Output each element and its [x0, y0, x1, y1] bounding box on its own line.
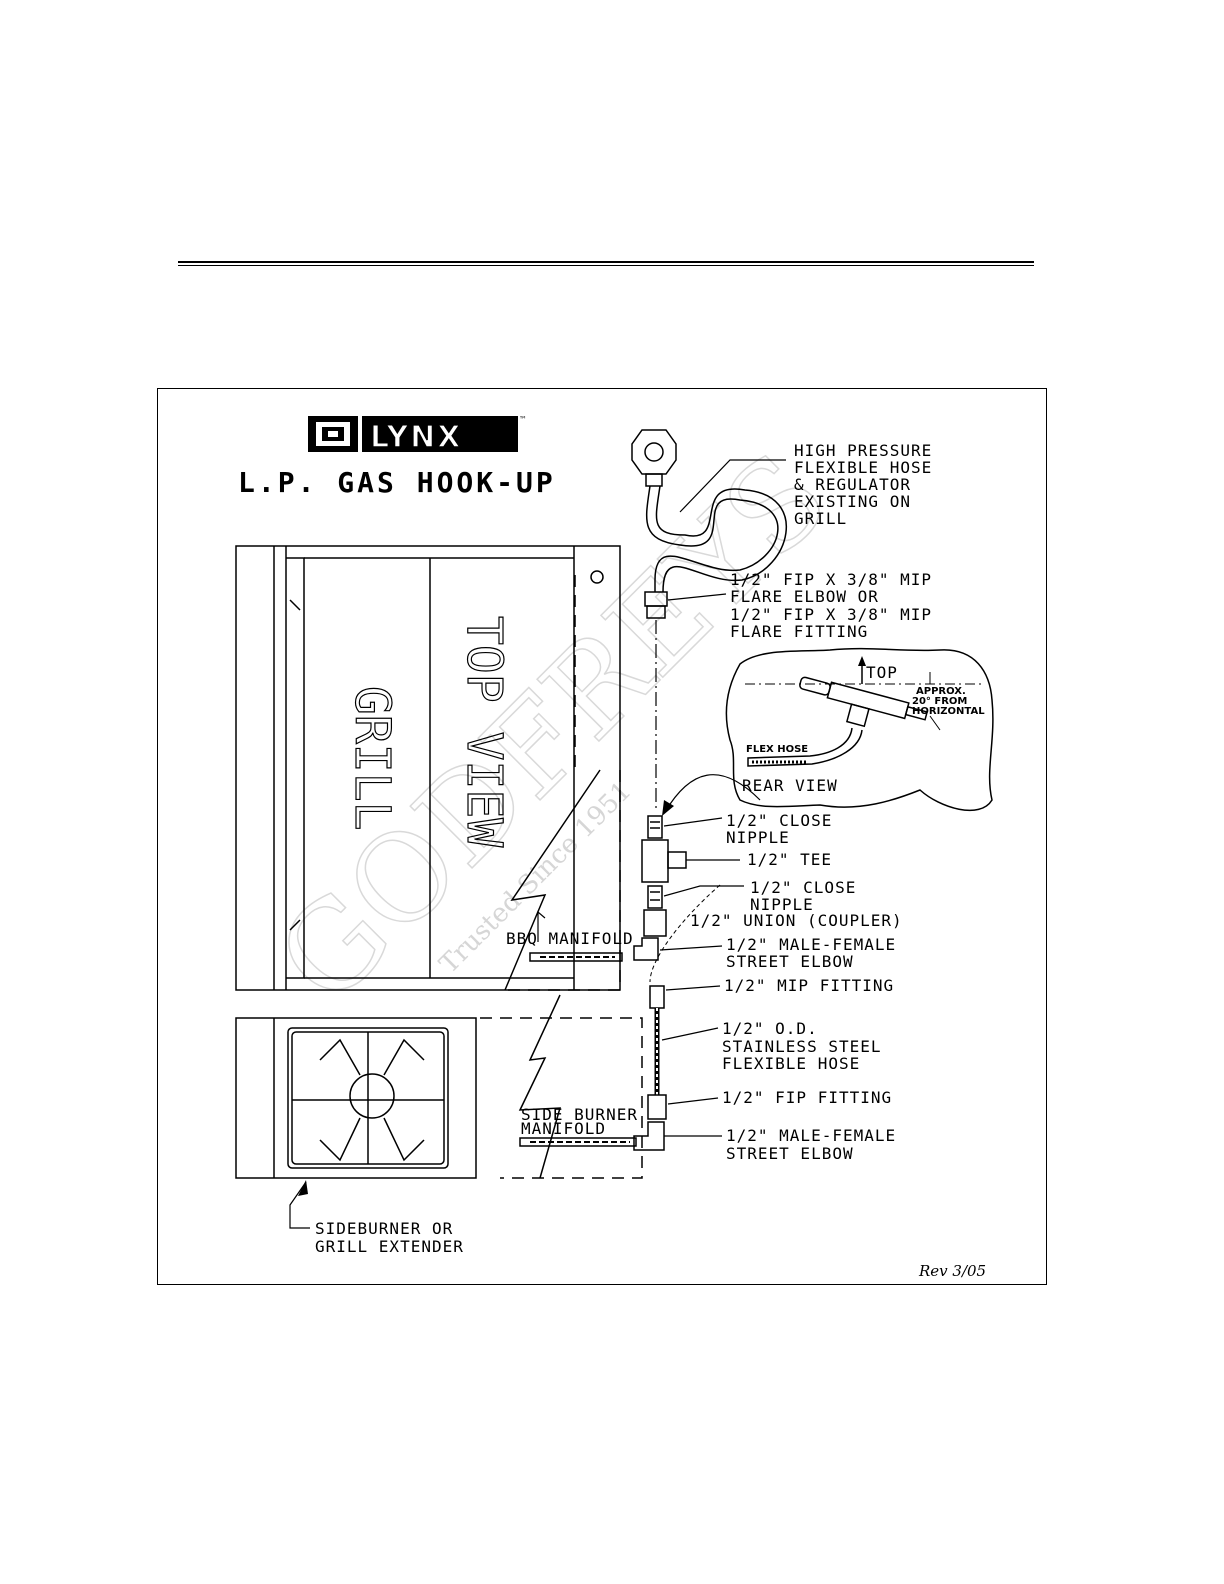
regulator-hose: [631, 429, 787, 619]
diagram-frame: [157, 388, 1047, 1285]
rear-view-top-label: TOP: [866, 663, 898, 682]
flare-leader: [667, 593, 727, 601]
high-pressure-label-3: & REGULATOR: [794, 475, 911, 494]
close-nipple-2-label-1: 1/2" CLOSE: [750, 878, 856, 897]
flare-label-4: FLARE FITTING: [730, 622, 868, 641]
break-line-lower: [518, 994, 562, 1179]
street-elbow-1-label-1: 1/2" MALE-FEMALE: [726, 935, 896, 954]
side-burner-manifold-label-1: SIDE BURNER: [521, 1105, 638, 1124]
tee-label: 1/2" TEE: [747, 850, 832, 869]
swing-arc: [649, 884, 721, 983]
sideburner-leader: [289, 1181, 310, 1229]
diagram-title: L.P. GAS HOOK-UP: [238, 466, 556, 499]
high-pressure-label-4: EXISTING ON: [794, 492, 911, 511]
angle-label-3: HORIZONTAL: [912, 706, 985, 717]
rear-view-caption: REAR VIEW: [742, 776, 838, 795]
sideburner-label-1: SIDEBURNER OR: [315, 1219, 453, 1238]
side-burner-manifold-label-2: MANIFOLD: [521, 1119, 606, 1138]
mip-fitting-label: 1/2" MIP FITTING: [724, 976, 894, 995]
flare-label-1: 1/2" FIP X 3/8" MIP: [730, 570, 932, 589]
ss-hose-label-3: FLEXIBLE HOSE: [722, 1054, 860, 1073]
street-elbow-2-label-1: 1/2" MALE-FEMALE: [726, 1126, 896, 1145]
rear-view-detail: [662, 647, 994, 816]
flare-label-2: FLARE ELBOW OR: [730, 587, 879, 606]
high-pressure-label-1: HIGH PRESSURE: [794, 441, 932, 460]
fip-fitting-label: 1/2" FIP FITTING: [722, 1088, 892, 1107]
flare-label-3: 1/2" FIP X 3/8" MIP: [730, 605, 932, 624]
union-label: 1/2" UNION (COUPLER): [690, 911, 903, 930]
sideburner-label-2: GRILL EXTENDER: [315, 1237, 464, 1256]
fitting-stack: [633, 815, 687, 1151]
bbq-manifold-pipe: [529, 910, 623, 962]
revision-label: Rev 3/05: [918, 1262, 986, 1280]
sideburner-top-view: [235, 1017, 477, 1179]
flex-hose-label: FLEX HOSE: [746, 744, 808, 755]
street-elbow-2-label-2: STREET ELBOW: [726, 1144, 854, 1163]
lynx-logo: LYNX ™: [308, 415, 527, 456]
header-rule: [178, 261, 1034, 263]
high-pressure-label-5: GRILL: [794, 509, 847, 528]
street-elbow-1-label-2: STREET ELBOW: [726, 952, 854, 971]
manifold-outlines: [480, 575, 643, 1179]
close-nipple-1-label-2: NIPPLE: [726, 828, 790, 847]
ss-hose-label-1: 1/2" O.D.: [722, 1019, 818, 1038]
logo-text: LYNX: [370, 420, 462, 455]
close-nipple-1-label-1: 1/2" CLOSE: [726, 811, 832, 830]
bbq-manifold-label: BBQ MANIFOLD: [506, 929, 634, 948]
header-rule-thin: [178, 265, 1034, 266]
trademark: ™: [519, 415, 527, 424]
side-burner-manifold-pipe: [519, 1137, 637, 1147]
high-pressure-label-2: FLEXIBLE HOSE: [794, 458, 932, 477]
top-view-label: TOP VIEW: [456, 616, 512, 847]
close-nipple-2-label-2: NIPPLE: [750, 895, 814, 914]
fitting-leaders: [659, 817, 744, 1137]
break-line-upper: [504, 769, 601, 991]
grill-top-view: [235, 545, 621, 991]
high-pressure-leader: [679, 459, 786, 513]
angle-label-1: APPROX.: [916, 686, 966, 697]
ss-hose-label-2: STAINLESS STEEL: [722, 1037, 882, 1056]
grill-label: GRILL: [344, 686, 400, 831]
angle-label-2: 20° FROM: [912, 696, 967, 707]
